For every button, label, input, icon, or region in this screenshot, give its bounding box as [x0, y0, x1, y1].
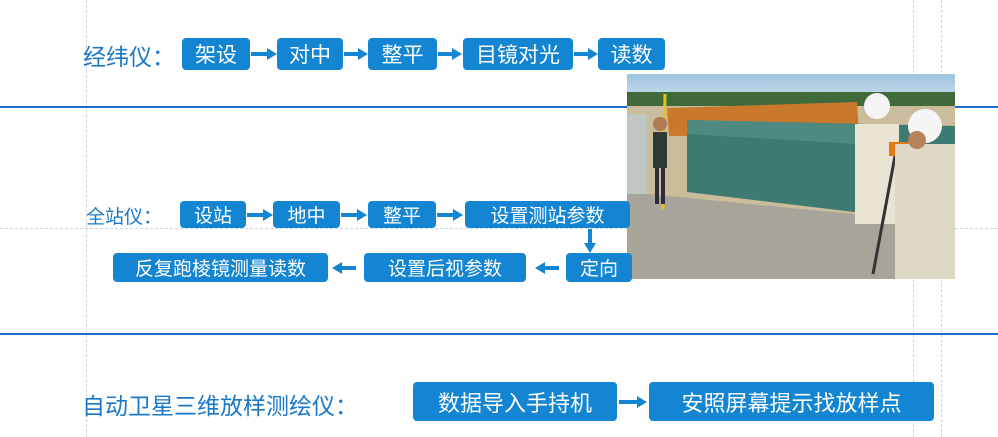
step-box: 安照屏幕提示找放样点	[649, 382, 934, 421]
step-box: 定向	[566, 253, 632, 282]
step-box: 反复跑棱镜测量读数	[113, 253, 328, 282]
section2-label: 全站仪：	[86, 206, 163, 228]
divider-rule	[0, 333, 998, 335]
arrow-right-icon	[438, 48, 462, 60]
step-box: 目镜对光	[463, 38, 573, 70]
step-box: 设置后视参数	[364, 253, 526, 282]
step-box: 整平	[368, 201, 436, 228]
section1-label: 经纬仪：	[83, 45, 175, 71]
arrow-down-icon	[584, 229, 596, 253]
step-box: 数据导入手持机	[413, 382, 617, 421]
guide-line	[0, 228, 998, 229]
guide-line	[86, 0, 87, 437]
step-box: 对中	[277, 38, 343, 70]
step-box: 地中	[273, 201, 340, 228]
step-box: 架设	[182, 38, 250, 70]
step-box: 整平	[368, 38, 437, 70]
arrow-left-icon	[332, 262, 356, 274]
arrow-right-icon	[247, 209, 273, 221]
divider-rule	[0, 106, 998, 108]
survey-site-photo	[627, 74, 955, 279]
step-box: 读数	[598, 38, 665, 70]
step-box: 设站	[180, 201, 246, 228]
arrow-right-icon	[344, 48, 368, 60]
step-box: 设置测站参数	[465, 201, 630, 228]
arrow-right-icon	[251, 48, 277, 60]
arrow-right-icon	[341, 209, 367, 221]
section3-label: 自动卫星三维放样测绘仪：	[82, 394, 358, 420]
arrow-right-icon	[437, 209, 463, 221]
arrow-left-icon	[535, 262, 559, 274]
arrow-right-icon	[619, 396, 647, 408]
arrow-right-icon	[574, 48, 598, 60]
